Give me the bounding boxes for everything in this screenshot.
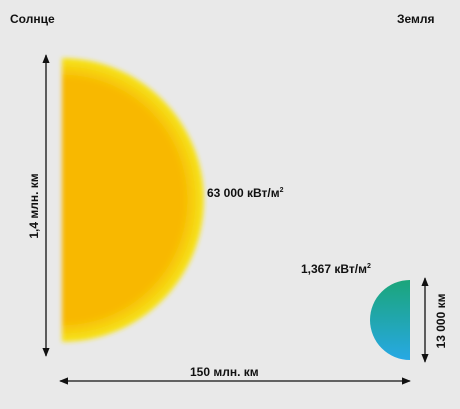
sun-irradiance-label: 63 000 кВт/м2 <box>207 186 284 200</box>
earth-irradiance-value: 1,367 кВт/м <box>301 262 367 276</box>
earth-label: Земля <box>397 12 435 26</box>
earth-half-disc <box>370 280 410 360</box>
earth-irradiance-exponent: 2 <box>366 263 371 270</box>
distance-label: 150 млн. км <box>190 365 259 379</box>
sun-irradiance-value: 63 000 кВт/м <box>207 186 280 200</box>
sun-half-disc <box>62 58 204 342</box>
sun-irradiance-exponent: 2 <box>279 187 284 194</box>
earth-diameter-label: 13 000 км <box>434 293 448 349</box>
earth-irradiance-label: 1,367 кВт/м2 <box>301 262 371 276</box>
sun-diameter-label: 1,4 млн. км <box>27 173 41 239</box>
sun-label: Солнце <box>10 12 55 26</box>
